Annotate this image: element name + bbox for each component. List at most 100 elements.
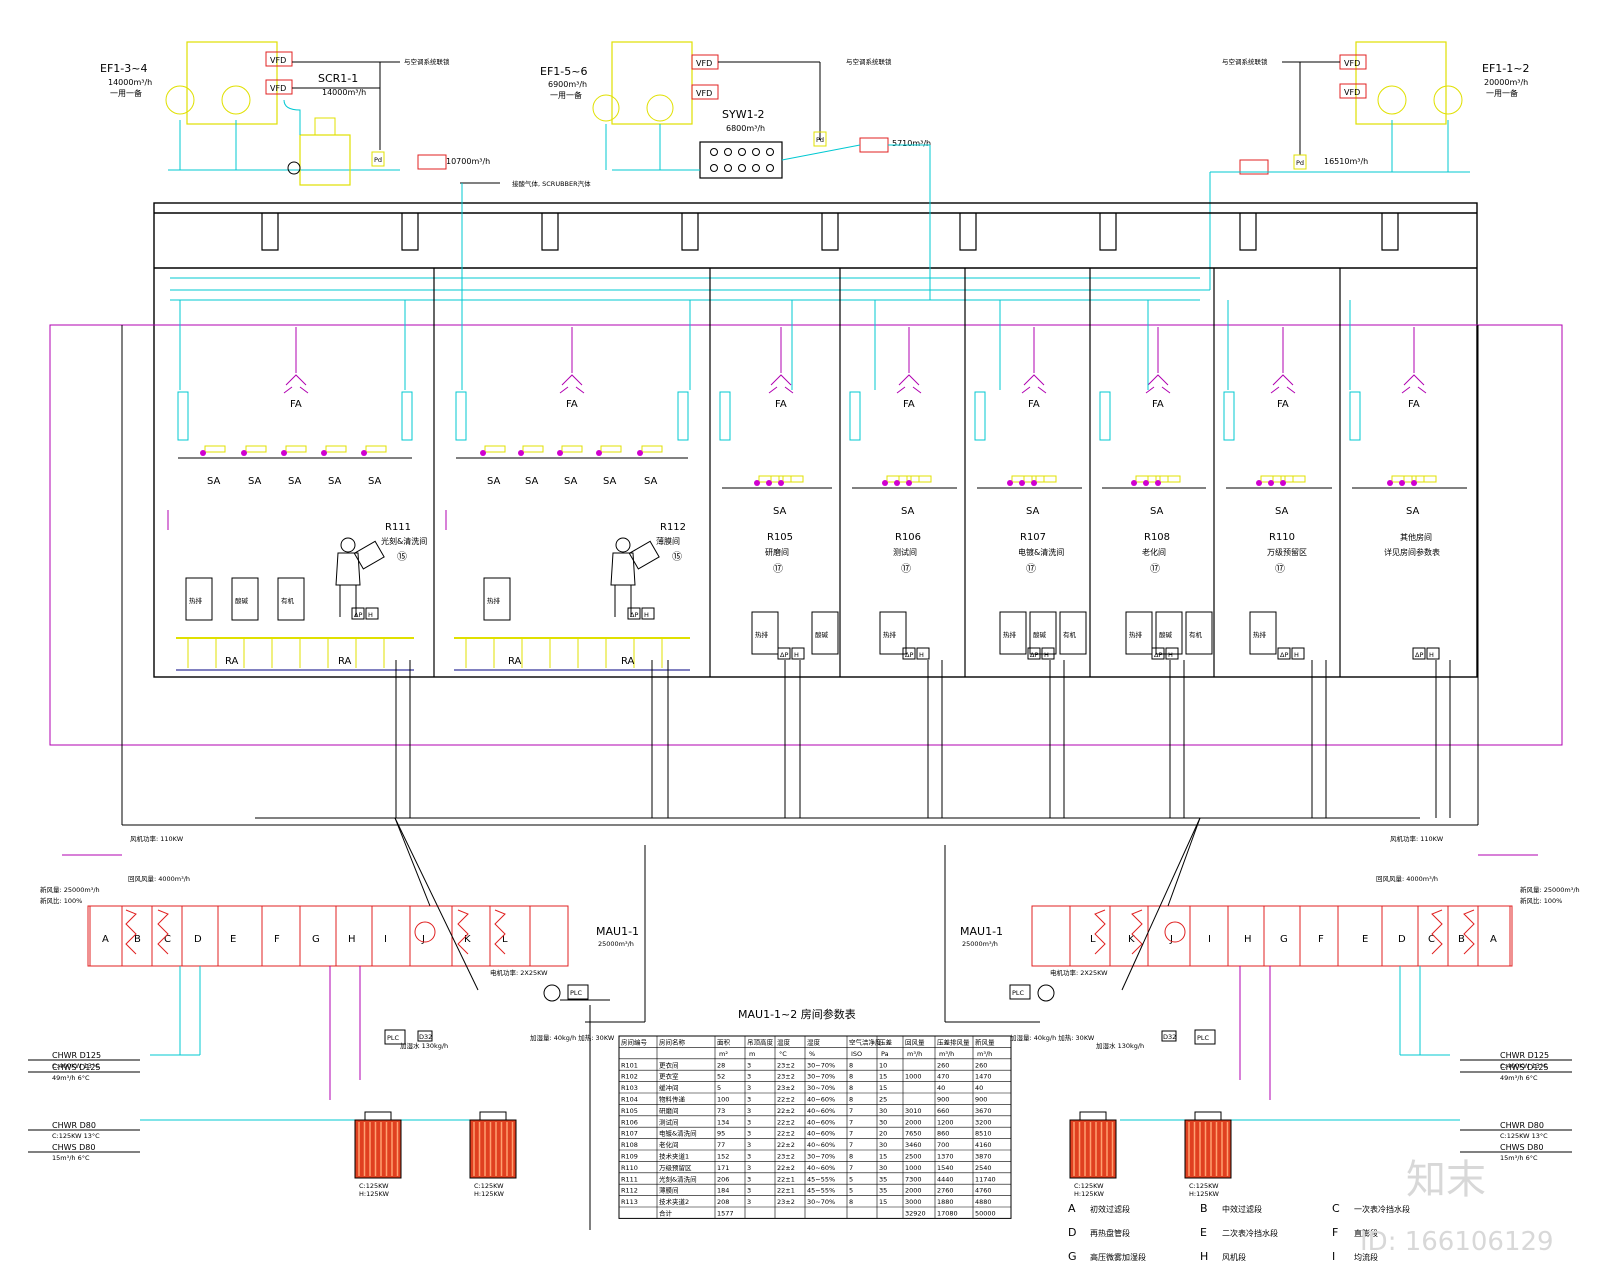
sensor-label: H (644, 611, 649, 619)
mau-left-power: 风机功率: 110KW (130, 834, 184, 843)
mau-section-letter: A (102, 934, 109, 945)
fa-label: FA (903, 399, 915, 410)
ceiling-beam (681, 213, 699, 251)
table-cell: 73 (717, 1107, 725, 1115)
pipe-left-name: CHWR D80 (52, 1121, 96, 1130)
table-cell: 缓冲间 (659, 1083, 679, 1092)
table-cell: 7 (849, 1130, 853, 1138)
table-cell: R107 (621, 1130, 638, 1138)
sensor-label: ΔP (1415, 651, 1423, 659)
pd-label: Pd (374, 156, 382, 164)
table-cell: 2500 (905, 1153, 922, 1161)
table-cell: 3 (747, 1118, 751, 1126)
table-cell: 7 (849, 1164, 853, 1172)
table-cell: 3200 (975, 1118, 992, 1126)
table-cell: 23±2 (777, 1084, 795, 1092)
side-return-duct (455, 391, 467, 441)
table-cell: 22±2 (777, 1107, 795, 1115)
table-cell: 3 (747, 1187, 751, 1195)
mau-left-humid: 加湿水 130kg/h (400, 1041, 448, 1050)
legend-value: 再热盘管段 (1090, 1228, 1130, 1238)
table-cell: 物料传递 (659, 1095, 686, 1104)
sensor-label: ΔP (1030, 651, 1038, 659)
fa-diffuser-icon (896, 374, 922, 394)
table-cell: 30~70% (807, 1153, 835, 1161)
mau-right-return: 回风风量: 4000m³/h (1376, 875, 1438, 883)
mau-section-letter: C (164, 934, 171, 945)
sensor-label: H (1168, 651, 1173, 659)
table-cell: 30 (879, 1107, 887, 1115)
pipe-left-sub: 15m³/h 6°C (52, 1154, 90, 1162)
room-name: 电镀&清洗间 (1018, 547, 1064, 557)
table-unit: °C (779, 1050, 787, 1058)
exhaust-box-label: 热排 (487, 596, 501, 605)
table-header: 压差 (879, 1038, 893, 1047)
mau-section-letter: G (1280, 934, 1288, 945)
sensor-box (1291, 647, 1305, 660)
table-cell: 35 (879, 1187, 887, 1195)
table-cell: R103 (621, 1084, 638, 1092)
sensor-box (627, 607, 641, 620)
table-cell: R112 (621, 1187, 638, 1195)
damper-icon (1019, 480, 1025, 486)
mau-section-letter: D (194, 934, 202, 945)
fa-diffuser-icon (1145, 374, 1171, 394)
heater-tag: C:125KW (1074, 1182, 1104, 1190)
table-cell: R101 (621, 1061, 638, 1069)
sensor-box (1277, 647, 1291, 660)
table-cell: 30 (879, 1141, 887, 1149)
table-cell: 测试间 (659, 1117, 679, 1126)
table-cell: 22±1 (777, 1175, 795, 1183)
side-return-duct (1349, 391, 1361, 441)
syw-name: SYW1-2 (722, 108, 765, 121)
sensor-label: ΔP (1154, 651, 1162, 659)
sensor-label: H (1044, 651, 1049, 659)
pipe-left-sub: C:400KW 13°C (52, 1062, 100, 1070)
fa-label: FA (566, 399, 578, 410)
table-cell: 45~55% (807, 1187, 835, 1195)
table-cell: 3460 (905, 1141, 922, 1149)
table-cell: 22±1 (777, 1187, 795, 1195)
table-cell: 光刻&清洗间 (659, 1174, 697, 1183)
table-cell: 95 (717, 1130, 725, 1138)
sa-label: SA (1026, 506, 1040, 517)
link-label-right: 与空调系统联锁 (1222, 57, 1268, 66)
table-cell: 1000 (905, 1164, 922, 1172)
room-class: ⑮ (397, 551, 407, 563)
mau-left-ratio: 新风比: 100% (40, 896, 82, 905)
table-cell: 3 (747, 1198, 751, 1206)
damper-icon (1143, 480, 1149, 486)
table-cell: 206 (717, 1175, 729, 1183)
legend-key: I (1332, 1250, 1335, 1263)
pipe-right-name: CHWR D125 (1500, 1051, 1549, 1060)
pipe-left-name: CHWR D125 (52, 1051, 101, 1060)
room-class: ⑰ (773, 563, 783, 575)
electric-heaters: C:125KWH:125KWC:125KWH:125KWC:125KWH:125… (354, 1111, 1232, 1198)
mau-section-letter: H (348, 934, 356, 945)
exhaust-box-label: 热排 (189, 596, 203, 605)
table-cell: R106 (621, 1118, 638, 1126)
table-cell: 15 (879, 1073, 887, 1081)
table-cell: 208 (717, 1198, 729, 1206)
table-cell: 700 (937, 1141, 949, 1149)
table-cell: 23±2 (777, 1153, 795, 1161)
sa-label: SA (644, 476, 658, 487)
table-cell: 35 (879, 1175, 887, 1183)
pipe-right-name: CHWR D80 (1500, 1121, 1544, 1130)
sa-label: SA (288, 476, 302, 487)
sensor-box (351, 607, 365, 620)
mau-left-airflow: 25000m³/h (598, 940, 634, 948)
table-unit: % (809, 1050, 815, 1058)
table-header: 温度 (777, 1038, 791, 1047)
exhaust-box (277, 577, 305, 621)
damper-icon (1031, 480, 1037, 486)
table-cell: 20 (879, 1130, 887, 1138)
room-name: 薄膜间 (656, 536, 680, 546)
scrubber-note: 接酸气体, SCRUBBER汽体 (512, 179, 591, 188)
ef-right-name: EF1-1~2 (1482, 62, 1529, 75)
damper-icon (637, 450, 643, 456)
damper-icon (1387, 480, 1393, 486)
table-cell: R111 (621, 1175, 638, 1183)
exhaust-box (1155, 611, 1183, 655)
